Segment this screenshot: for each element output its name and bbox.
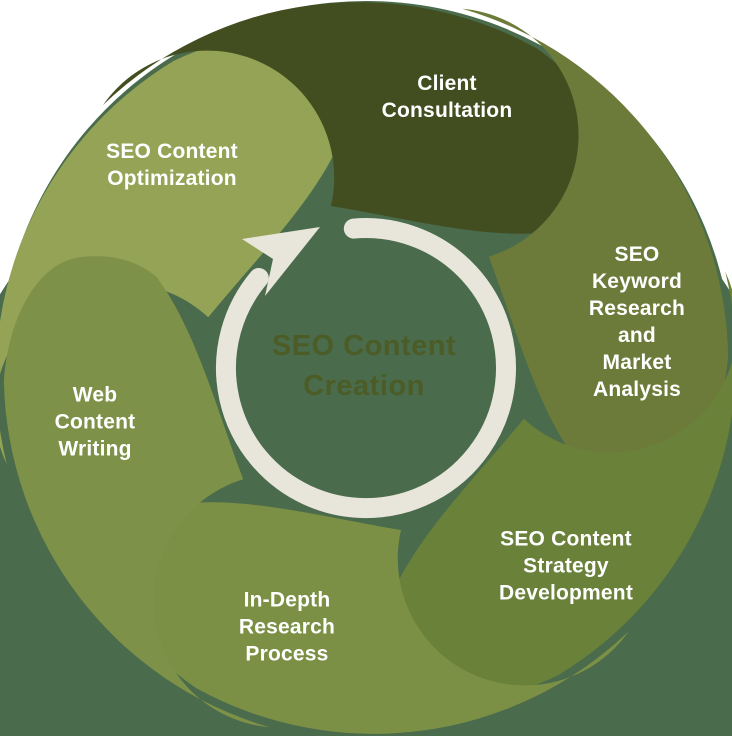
cycle-arrow-head <box>242 227 320 296</box>
segment-label-seo-keyword-research: SEO Keyword Research and Market Analysis <box>588 242 686 402</box>
segment-label-web-content-writing: Web Content Writing <box>54 383 136 461</box>
center-title: SEO Content Creation <box>271 329 457 402</box>
segment-label-seo-content-optimization: SEO Content Optimization <box>106 139 238 190</box>
segment-label-seo-content-strategy: SEO Content Strategy Development <box>498 527 634 605</box>
cycle-arrow-ring <box>215 218 516 519</box>
segment-label-in-depth-research: In-Depth Research Process <box>238 588 336 666</box>
segment-label-client-consultation: Client Consultation <box>381 71 513 122</box>
